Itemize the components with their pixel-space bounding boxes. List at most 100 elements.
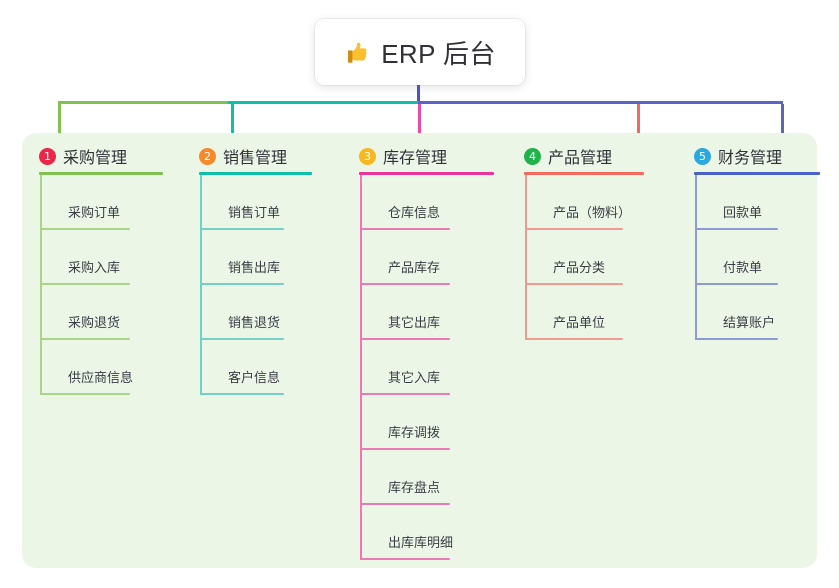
- list-item-underline: [695, 228, 778, 230]
- thumbs-up-icon: [344, 39, 370, 65]
- category-underline: [524, 172, 644, 175]
- list-item-underline: [200, 338, 284, 340]
- list-item-label: 销售退货: [228, 315, 281, 330]
- list-item-underline: [360, 503, 450, 505]
- root-node[interactable]: ERP 后台: [315, 19, 525, 85]
- category-label: 采购管理: [63, 150, 128, 167]
- list-item[interactable]: 其它入库: [360, 340, 494, 395]
- category-drop-4: [637, 104, 640, 135]
- item-spine: [200, 175, 202, 395]
- list-item[interactable]: 付款单: [695, 230, 820, 285]
- list-item-label: 回款单: [723, 205, 763, 220]
- list-item[interactable]: 库存盘点: [360, 450, 494, 505]
- list-item-underline: [40, 338, 130, 340]
- list-item-label: 供应商信息: [68, 370, 134, 385]
- list-item-label: 其它出库: [388, 315, 441, 330]
- item-spine: [40, 175, 42, 395]
- list-item-underline: [200, 393, 284, 395]
- category-drop-1: [58, 104, 61, 135]
- list-item-label: 付款单: [723, 260, 763, 275]
- category-column-1: 1 采购管理采购订单采购入库采购退货供应商信息: [22, 140, 163, 395]
- list-item[interactable]: 供应商信息: [40, 340, 163, 395]
- list-item-underline: [360, 338, 450, 340]
- root-node-content: ERP 后台: [344, 34, 496, 71]
- list-item-label: 销售出库: [228, 260, 281, 275]
- list-item[interactable]: 产品分类: [525, 230, 644, 285]
- list-item-underline: [360, 283, 450, 285]
- category-item-list: 采购订单采购入库采购退货供应商信息: [40, 175, 163, 395]
- list-item[interactable]: 客户信息: [200, 340, 312, 395]
- bus-segment-left: [58, 101, 230, 104]
- list-item[interactable]: 仓库信息: [360, 175, 494, 230]
- category-item-list: 产品（物料） 产品分类产品单位: [525, 175, 644, 340]
- category-header-1[interactable]: 1 采购管理: [22, 140, 163, 172]
- category-underline: [199, 172, 312, 175]
- category-column-2: 2 销售管理销售订单销售出库销售退货客户信息: [182, 140, 312, 395]
- list-item-underline: [40, 283, 130, 285]
- category-drop-5: [781, 104, 784, 135]
- item-spine: [525, 175, 527, 340]
- list-item[interactable]: 销售出库: [200, 230, 312, 285]
- list-item[interactable]: 库存调拨: [360, 395, 494, 450]
- list-item-label: 产品库存: [388, 260, 441, 275]
- list-item-label: 采购订单: [68, 205, 121, 220]
- list-item-label: 产品分类: [553, 260, 606, 275]
- list-item[interactable]: 产品单位: [525, 285, 644, 340]
- list-item-label: 产品单位: [553, 315, 606, 330]
- root-stem: [417, 85, 420, 102]
- list-item-underline: [525, 283, 623, 285]
- list-item-label: 仓库信息: [388, 205, 441, 220]
- list-item-underline: [695, 338, 778, 340]
- list-item-underline: [360, 558, 450, 560]
- list-item-underline: [695, 283, 778, 285]
- category-panel: [22, 133, 817, 568]
- list-item-underline: [360, 393, 450, 395]
- list-item[interactable]: 采购退货: [40, 285, 163, 340]
- list-item[interactable]: 产品库存: [360, 230, 494, 285]
- list-item-label: 结算账户: [723, 315, 776, 330]
- bus-segment-right: [418, 101, 783, 104]
- category-drop-2: [231, 104, 234, 135]
- item-spine: [695, 175, 697, 340]
- list-item-underline: [525, 338, 623, 340]
- list-item-label: 客户信息: [228, 370, 281, 385]
- category-label: 库存管理: [383, 150, 448, 167]
- category-underline: [694, 172, 820, 175]
- category-label: 财务管理: [718, 150, 783, 167]
- category-number-badge: 1: [39, 147, 56, 165]
- list-item-label: 销售订单: [228, 205, 281, 220]
- list-item[interactable]: 其它出库: [360, 285, 494, 340]
- list-item-underline: [40, 393, 130, 395]
- category-header-2[interactable]: 2 销售管理: [182, 140, 312, 172]
- list-item-label: 库存调拨: [388, 425, 441, 440]
- list-item[interactable]: 结算账户: [695, 285, 820, 340]
- category-number-badge: 2: [199, 147, 216, 165]
- bus-segment-middle: [228, 101, 420, 104]
- list-item[interactable]: 出库库明细: [360, 505, 494, 560]
- list-item-underline: [200, 228, 284, 230]
- list-item-underline: [525, 228, 623, 230]
- list-item-label: 出库库明细: [388, 535, 454, 550]
- list-item[interactable]: 销售退货: [200, 285, 312, 340]
- list-item[interactable]: 回款单: [695, 175, 820, 230]
- list-item-underline: [40, 228, 130, 230]
- category-underline: [39, 172, 163, 175]
- list-item[interactable]: 产品（物料）: [525, 175, 644, 230]
- category-item-list: 仓库信息产品库存其它出库其它入库库存调拨库存盘点出库库明细: [360, 175, 494, 560]
- list-item[interactable]: 采购入库: [40, 230, 163, 285]
- list-item-label: 其它入库: [388, 370, 441, 385]
- root-title: ERP 后台: [381, 38, 496, 69]
- category-item-list: 销售订单销售出库销售退货客户信息: [200, 175, 312, 395]
- list-item[interactable]: 销售订单: [200, 175, 312, 230]
- category-label: 销售管理: [223, 150, 288, 167]
- category-drop-3: [418, 104, 421, 135]
- list-item[interactable]: 采购订单: [40, 175, 163, 230]
- list-item-underline: [200, 283, 284, 285]
